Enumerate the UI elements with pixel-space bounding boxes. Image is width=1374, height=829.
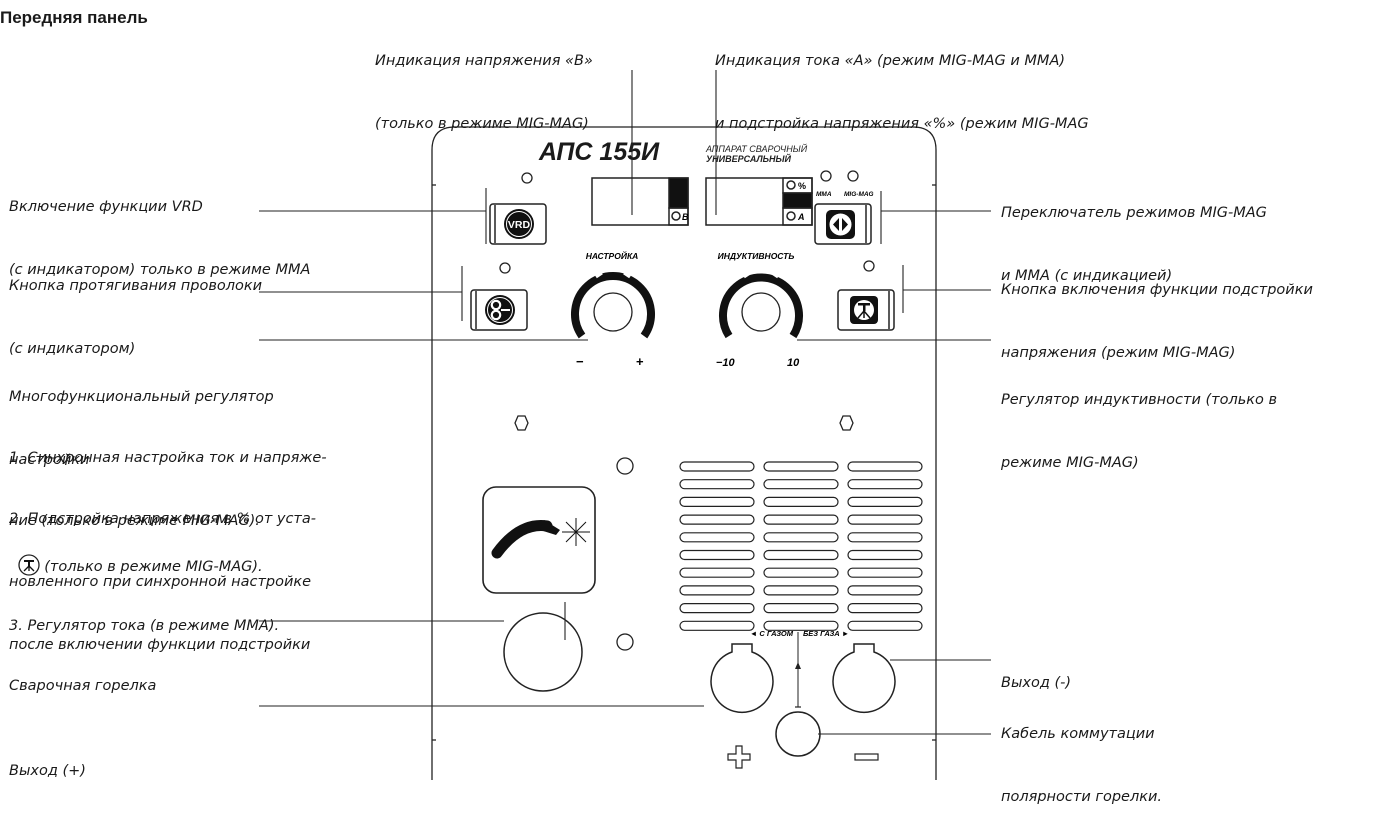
- annotation-polarity-cable: Кабель коммутации полярности горелки.: [1001, 726, 1163, 805]
- annotation-multi-2-tail: (только в режиме MIG-MAG).: [9, 533, 263, 578]
- mma-led: [820, 170, 832, 182]
- mode-mma-label: MMA: [816, 191, 832, 198]
- voltage-display: [591, 177, 689, 226]
- vent-slot: [847, 620, 923, 631]
- gas-with-label: ◄ С ГАЗОМ: [750, 629, 794, 638]
- output-minus-socket[interactable]: [832, 643, 896, 714]
- annotation-trim-button: Кнопка включения функции подстройки напр…: [1001, 282, 1313, 361]
- device-model: АПС 155И: [538, 138, 660, 166]
- page-heading: Передняя панель: [0, 8, 148, 27]
- vent-slot: [679, 567, 755, 578]
- current-unit-a: А: [797, 212, 805, 222]
- vent-slot: [763, 567, 839, 578]
- inductance-knob[interactable]: [719, 271, 803, 339]
- voltage-trim-button[interactable]: [837, 289, 895, 331]
- annotation-multi-1: 1. Синхронная настройка ток и напряже- н…: [9, 450, 327, 529]
- voltage-unit: В: [682, 212, 689, 222]
- output-plus-socket[interactable]: [710, 643, 774, 714]
- annotation-multi-3: 3. Регулятор тока (в режиме MMA).: [9, 618, 280, 634]
- annotation-multi-knob: Многофункциональный регулятор настройки: [9, 389, 274, 468]
- annotation-inductance: Регулятор индуктивности (только в режиме…: [1001, 392, 1278, 471]
- annotation-vrd: Включение функции VRD (с индикатором) то…: [9, 199, 311, 278]
- inductance-knob-min: −10: [716, 357, 736, 369]
- current-unit-percent: %: [798, 181, 806, 191]
- inductance-knob-max: 10: [787, 357, 800, 369]
- vent-slot: [679, 532, 755, 543]
- device-subtitle-2: УНИВЕРСАЛЬНЫЙ: [706, 153, 792, 164]
- mode-switch-button[interactable]: [814, 203, 872, 245]
- current-display: [705, 177, 813, 226]
- device-subtitle-1: АППАРАТ СВАРОЧНЫЙ: [705, 143, 808, 154]
- polarity-cable-socket[interactable]: [775, 711, 821, 757]
- vent-slot: [847, 567, 923, 578]
- vent-slot: [847, 496, 923, 507]
- annotation-wire-feed: Кнопка протягивания проволоки (с индикат…: [9, 278, 263, 357]
- screw-icon: [839, 415, 854, 431]
- vent-slot: [847, 479, 923, 490]
- setting-knob-min: −: [576, 354, 584, 369]
- vent-slot: [763, 549, 839, 561]
- vent-slot: [679, 479, 755, 490]
- vent-slot: [847, 461, 923, 472]
- vent-slot: [847, 514, 923, 525]
- vent-slot: [847, 549, 923, 561]
- vent-slot: [763, 620, 839, 631]
- panel-outline: [431, 126, 937, 780]
- vent-slot: [847, 602, 923, 614]
- vent-slot: [763, 602, 839, 614]
- mount-hole: [616, 457, 634, 475]
- vent-slot: [679, 585, 755, 596]
- vent-slot: [679, 602, 755, 614]
- annotation-out-minus: Выход (-): [1001, 675, 1072, 691]
- vent-slot: [763, 585, 839, 596]
- vent-slot: [763, 532, 839, 543]
- vrd-led: [521, 172, 533, 184]
- vrd-button-text: VRD: [508, 219, 531, 231]
- gas-without-label: БЕЗ ГАЗА ►: [803, 629, 849, 638]
- trim-led: [863, 260, 875, 272]
- vent-slot: [679, 461, 755, 472]
- vent-slot: [847, 532, 923, 543]
- setting-knob-max: +: [636, 354, 644, 369]
- vent-slot: [763, 496, 839, 507]
- wire-feed-button[interactable]: [470, 289, 528, 331]
- voltage-trim-icon: [18, 554, 40, 576]
- inductance-knob-title: ИНДУКТИВНОСТЬ: [718, 251, 795, 261]
- front-panel-drawing: АПС 155И АППАРАТ СВАРОЧНЫЙ УНИВЕРСАЛЬНЫЙ…: [259, 70, 991, 780]
- vent-slot: [679, 496, 755, 507]
- annotation-torch: Сварочная горелка: [9, 678, 157, 694]
- annotation-multi-2: 2. Подстройка напряжения в % от уста- но…: [9, 511, 316, 653]
- mig-led: [847, 170, 859, 182]
- vent-slot: [679, 620, 755, 631]
- plus-symbol: [727, 745, 751, 769]
- annotation-mode-switch: Переключатель режимов MIG-MAG и MMA (с и…: [1001, 205, 1267, 284]
- setting-knob[interactable]: [571, 271, 655, 339]
- vent-slot: [679, 514, 755, 525]
- setting-knob-title: НАСТРОЙКА: [586, 250, 639, 261]
- vent-slots: [679, 461, 923, 631]
- mount-hole: [616, 633, 634, 651]
- wire-feed-led: [499, 262, 511, 274]
- mode-mig-label: MIG-MAG: [844, 191, 874, 198]
- vent-slot: [763, 461, 839, 472]
- screw-icon: [514, 415, 529, 431]
- vrd-button[interactable]: VRD: [489, 203, 547, 245]
- annotation-current-display: Индикация тока «А» (режим MIG-MAG и MMA)…: [715, 53, 1089, 132]
- torch-symbol: [482, 486, 596, 594]
- vent-slot: [763, 479, 839, 490]
- torch-socket[interactable]: [503, 612, 583, 692]
- annotation-voltage-display: Индикация напряжения «В» (только в режим…: [375, 53, 593, 132]
- vent-slot: [679, 549, 755, 561]
- vent-slot: [847, 585, 923, 596]
- annotation-out-plus: Выход (+): [9, 763, 86, 779]
- vent-slot: [763, 514, 839, 525]
- minus-symbol: [854, 753, 879, 761]
